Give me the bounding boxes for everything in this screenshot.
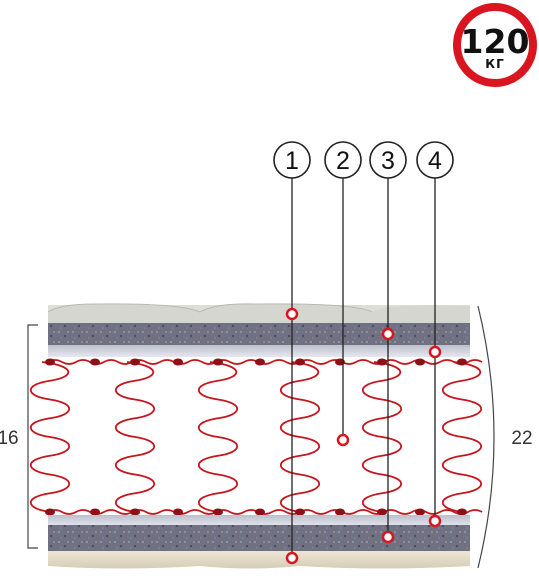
- callout-1-marker-bottom: [285, 551, 299, 565]
- spring-height-label: 16: [0, 428, 19, 449]
- spring-knot: [130, 358, 140, 366]
- spring-knot: [213, 508, 223, 516]
- spring-knot: [335, 508, 345, 516]
- bottom-mesh-layer: [48, 515, 470, 527]
- coil-spring: [29, 361, 71, 513]
- load-unit: КГ: [485, 57, 504, 71]
- callout-2-number: 2: [336, 147, 350, 175]
- load-capacity-badge: 120 КГ: [453, 3, 537, 87]
- callout-3-circle: [369, 141, 407, 179]
- spring-knot: [213, 358, 223, 366]
- spring-knot: [90, 358, 100, 366]
- spring-knot: [255, 358, 265, 366]
- spring-knot: [295, 358, 305, 366]
- callout-3-number: 3: [381, 147, 395, 175]
- load-value: 120: [461, 22, 530, 61]
- spring-knot: [255, 508, 265, 516]
- spring-knot: [130, 508, 140, 516]
- spring-knot: [45, 358, 55, 366]
- callout-3-marker-bottom: [381, 530, 395, 544]
- coil-spring: [441, 361, 483, 513]
- total-height-dimension: 22: [477, 305, 533, 569]
- coil-spring: [279, 361, 321, 513]
- spring-bottom-wire: [47, 509, 483, 515]
- callout-4-number: 4: [428, 147, 442, 175]
- callout-1: 1: [273, 141, 311, 565]
- spring-knot: [377, 358, 387, 366]
- callout-3-marker-top: [381, 327, 395, 341]
- callout-1-number: 1: [285, 147, 299, 175]
- callout-2-marker: [336, 433, 350, 447]
- badge-ring: [453, 3, 537, 87]
- spring-height-dimension: 16: [0, 324, 38, 549]
- coil-spring: [197, 361, 239, 513]
- top-mesh-layer: [48, 345, 470, 357]
- bottom-felt-layer: [48, 525, 470, 551]
- spring-block: [29, 358, 483, 516]
- spring-knot: [45, 508, 55, 516]
- coil-spring: [361, 361, 403, 513]
- left-bracket: [27, 324, 38, 549]
- spring-knot: [457, 358, 467, 366]
- spring-knot: [415, 358, 425, 366]
- callout-4: 4: [416, 141, 454, 528]
- callout-3: 3: [369, 141, 407, 544]
- top-outer-layer: [47, 303, 470, 325]
- spring-knot: [90, 508, 100, 516]
- spring-top-wire: [47, 359, 483, 365]
- callout-2-circle: [324, 141, 362, 179]
- spring-knot: [377, 508, 387, 516]
- spring-knot: [295, 508, 305, 516]
- top-felt-layer: [48, 323, 470, 347]
- callout-4-marker-bottom: [428, 514, 442, 528]
- right-bracket: [477, 305, 495, 569]
- callout-4-marker-top: [428, 345, 442, 359]
- callout-4-circle: [416, 141, 454, 179]
- spring-knot: [173, 358, 183, 366]
- spring-knot: [173, 508, 183, 516]
- callout-2: 2: [324, 141, 362, 447]
- spring-knot: [415, 508, 425, 516]
- coil-spring: [114, 361, 156, 513]
- bottom-outer-layer: [48, 551, 470, 569]
- callout-1-circle: [273, 141, 311, 179]
- spring-knot: [457, 508, 467, 516]
- callout-1-marker-top: [285, 307, 299, 321]
- total-height-label: 22: [511, 428, 532, 449]
